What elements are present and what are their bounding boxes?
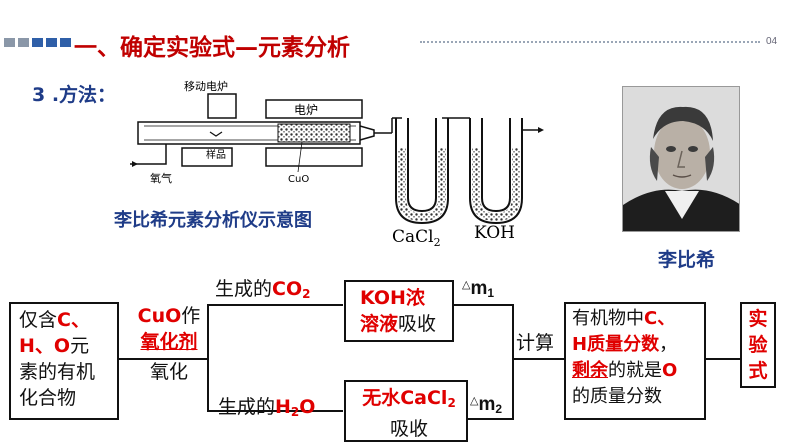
u-tube-koh [469,118,523,225]
cuo-packing [277,123,351,143]
result-box: 有机物中C、 H质量分数， 剩余的就是O 的质量分数 [564,302,706,420]
cuo-label: CuO [288,174,309,185]
combustion-tube [137,121,361,145]
arrow-line [119,358,207,360]
movable-furnace-bottom [181,147,233,167]
method-label: 3 .方法： [32,84,117,106]
koh-label: KOH [474,223,515,243]
movable-furnace-label: 移动电炉 [184,80,228,93]
start-box: 仅含C、 H、O元 素的有机 化合物 [9,302,119,420]
reagent-text: CuO作 氧化剂 氧化 [137,305,201,383]
furnace-bottom [265,147,363,167]
cacl2-box: 无水CaCl2 吸收 [344,380,468,442]
h2o-label: 生成的H2O [218,396,316,419]
furnace-label: 电炉 [294,103,318,117]
branch-line [207,304,209,412]
page-number: 04 [766,36,778,47]
page-title: 一、确定实验式—元素分析 [74,35,350,61]
cacl2-label: CaCl2 [392,227,441,248]
header-square [18,38,29,47]
header-divider [420,41,760,43]
header-square [32,38,43,47]
calc-label: 计算 [516,332,555,354]
diagram-caption: 李比希元素分析仪示意图 [114,210,312,231]
furnace-top [265,99,363,119]
merge-line [512,304,514,420]
co2-label: 生成的CO2 [215,278,311,301]
sample-label: 样品 [206,148,226,161]
movable-furnace [207,93,237,119]
koh-box: KOH浓 溶液吸收 [344,280,454,342]
apparatus-diagram: 移动电炉 电炉 样品 CuO 氧气 CaCl2 KOH [130,80,544,248]
header-square [46,38,57,47]
u-tube-cacl2 [395,118,449,225]
sample-boat [209,131,223,137]
delta-m1: △m1 [462,278,495,300]
portrait-image [622,86,740,232]
header-square [4,38,15,47]
delta-m2: △m2 [470,394,503,416]
final-box: 实 验 式 [740,302,776,388]
header-decoration [4,38,71,47]
portrait-name: 李比希 [658,249,716,271]
header-square [60,38,71,47]
oxygen-label: 氧气 [150,171,172,185]
